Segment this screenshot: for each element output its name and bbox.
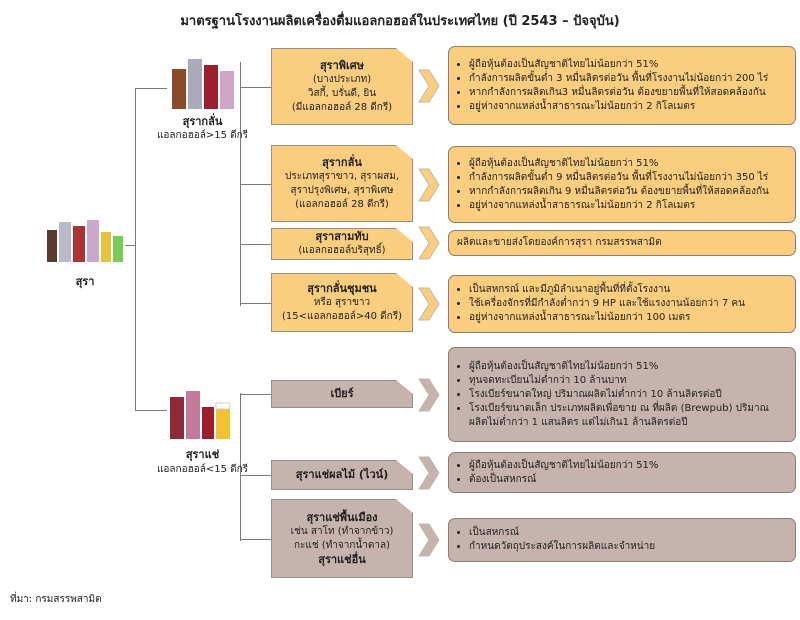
diagram-title: มาตรฐานโรงงานผลิตเครื่องดื่มแอลกอฮอล์ในป… (180, 14, 620, 29)
category-name: สุราพิเศษ (319, 58, 365, 72)
requirement-item: ผู้ถือหุ้นต้องเป็นสัญชาติไทยไม่น้อยกว่า … (469, 157, 787, 171)
requirement-item: กำลังการผลิตขั้นต่ำ 9 หมื่นลิตรต่อวัน พื… (469, 171, 787, 185)
distilled-sub: แอลกอฮอล์>15 ดีกรี (156, 130, 249, 141)
category-box: สุรากลั่นชุมชนหรือ สุราขาว (15<แอลกอฮอล์>… (271, 273, 413, 332)
category-detail: (มีแอลกอฮอล์ 28 ดีกรี) (291, 101, 393, 113)
category-detail: (แอลกอฮอล์บริสุทธิ์) (298, 245, 386, 256)
requirements-box: เป็นสหกรณ์กำหนดวัตถุประสงค์ในการผลิตและจ… (448, 518, 796, 562)
category-box: เบียร์ (271, 380, 413, 408)
connector (240, 394, 271, 395)
connector (240, 183, 271, 185)
source-note: ที่มา: กรมสรรพสามิต (10, 594, 102, 605)
requirements-box: เป็นสหกรณ์ และมีภูมิลำเนาอยู่พื้นที่ที่ต… (448, 275, 796, 333)
connector (240, 475, 271, 476)
root-label: สุรา (75, 275, 95, 288)
category-detail: (15<แอลกอฮอล์>40 ดีกรี) (282, 310, 402, 322)
connector (240, 393, 241, 541)
requirement-item: ผู้ถือหุ้นต้องเป็นสัญชาติไทยไม่น้อยกว่า … (469, 459, 787, 473)
connector (240, 538, 271, 540)
requirement-item: โรงเบียร์ขนาดเล็ก ประเภทผลิตเพื่อขาย ณ ท… (469, 402, 787, 430)
category-name: สุรากลั่นชุมชน (307, 281, 377, 295)
category-detail: ประเภทสุราขาว, สุราผสม, (284, 170, 400, 182)
chevron-right-icon (418, 287, 440, 321)
connector (240, 86, 271, 88)
brewed-sub: แอลกอฮอล์<15 ดีกรี (156, 464, 249, 475)
requirements-box: ผู้ถือหุ้นต้องเป็นสัญชาติไทยไม่น้อยกว่า … (448, 452, 796, 493)
category-name: สุราแช่อื่น (318, 552, 366, 566)
requirements-box: ผู้ถือหุ้นต้องเป็นสัญชาติไทยไม่น้อยกว่า … (448, 46, 796, 125)
chevron-right-icon (418, 226, 440, 260)
requirement-item: ใช้เครื่องจักรที่มีกำลังต่ำกว่า 9 HP และ… (469, 297, 787, 311)
distilled-label: สุรากลั่น (182, 115, 223, 128)
category-box: สุราแช่พื้นเมืองเช่น สาโท (ทำจากข้าว) กะแ… (271, 499, 413, 578)
requirement-item: อยู่ห่างจากแหล่งน้ำสาธารณะไม่น้อยกว่า 10… (469, 311, 787, 325)
requirement-text: ผลิตและขายส่งโดยองค์การสุรา กรมสรรพสามิต (457, 237, 662, 248)
category-name: สุรากลั่น (322, 155, 362, 169)
category-detail: กะแช่ (ทำจากน้ำตาล) (293, 539, 391, 551)
connector (240, 244, 271, 245)
bottles-icon (47, 220, 123, 262)
category-box: สุราสามทับ (แอลกอฮอล์บริสุทธิ์) (271, 228, 413, 260)
category-name: สุราแช่พื้นเมือง (306, 510, 378, 524)
category-detail: (บางประเภท) (312, 73, 372, 85)
chevron-right-icon (418, 523, 440, 557)
category-box: สุรากลั่นประเภทสุราขาว, สุราผสม, สุราปรุง… (271, 145, 413, 222)
category-name: เบียร์ (330, 387, 354, 400)
category-box: สุราพิเศษ(บางประเภท) วิสกี้, บรั่นดี, ยิน… (271, 48, 413, 125)
chevron-right-icon (418, 168, 440, 201)
requirement-item: เป็นสหกรณ์ (469, 526, 787, 540)
brewed-label: สุราแช่ (185, 448, 220, 461)
requirement-item: โรงเบียร์ขนาดใหญ่ ปริมาณผลิตไม่ต่ำกว่า 1… (469, 388, 787, 402)
requirement-item: กำลังการผลิตขั้นต่ำ 3 หมื่นลิตรต่อวัน พื… (469, 72, 787, 86)
category-detail: หรือ สุราขาว (313, 296, 371, 308)
requirements-box: ผู้ถือหุ้นต้องเป็นสัญชาติไทยไม่น้อยกว่า … (448, 146, 796, 223)
category-detail: เช่น สาโท (ทำจากข้าว) (290, 525, 394, 537)
chevron-right-icon (418, 378, 440, 411)
chevron-right-icon (418, 456, 440, 489)
requirements-box: ผลิตและขายส่งโดยองค์การสุรา กรมสรรพสามิต (448, 230, 796, 256)
requirement-item: ทุนจดทะเบียนไม่ต่ำกว่า 10 ล้านบาท (469, 374, 787, 388)
category-name: สุราแช่ผลไม้ (ไวน์) (295, 468, 389, 481)
connector (135, 88, 167, 89)
requirements-box: ผู้ถือหุ้นต้องเป็นสัญชาติไทยไม่น้อยกว่า … (448, 347, 796, 442)
connector (135, 88, 136, 410)
requirement-item: ผู้ถือหุ้นต้องเป็นสัญชาติไทยไม่น้อยกว่า … (469, 360, 787, 374)
requirement-item: อยู่ห่างจากแหล่งน้ำสาธารณะไม่น้อยกว่า 2 … (469, 199, 787, 213)
requirement-item: อยู่ห่างจากแหล่งน้ำสาธารณะไม่น้อยกว่า 2 … (469, 100, 787, 114)
chevron-right-icon (418, 69, 440, 102)
category-box: สุราแช่ผลไม้ (ไวน์) (271, 460, 413, 490)
category-detail: (แอลกอฮอล์ 28 ดีกรี) (295, 198, 389, 210)
spirits-bottles-icon (172, 59, 234, 109)
requirement-item: เป็นสหกรณ์ และมีภูมิลำเนาอยู่พื้นที่ที่ต… (469, 283, 787, 297)
requirement-item: ผู้ถือหุ้นต้องเป็นสัญชาติไทยไม่น้อยกว่า … (469, 58, 787, 72)
beer-wine-icon (170, 391, 231, 439)
category-detail: วิสกี้, บรั่นดี, ยิน (307, 87, 377, 99)
requirement-item: หากกำลังการผลิตเกิน3 หมื่นลิตรต่อวัน ต้อ… (469, 86, 787, 100)
category-detail: สุราปรุงพิเศษ, สุราพิเศษ (290, 184, 394, 196)
connector (125, 245, 135, 246)
category-name: สุราสามทับ (315, 230, 369, 243)
requirement-item: ต้องเป็นสหกรณ์ (469, 473, 787, 487)
requirement-item: หากกำลังการผลิตเกิน 9 หมื่นลิตรต่อวัน ต้… (469, 185, 787, 199)
connector (135, 410, 167, 411)
connector (240, 302, 271, 304)
requirement-item: กำหนดวัตถุประสงค์ในการผลิตและจำหน่าย (469, 540, 787, 554)
